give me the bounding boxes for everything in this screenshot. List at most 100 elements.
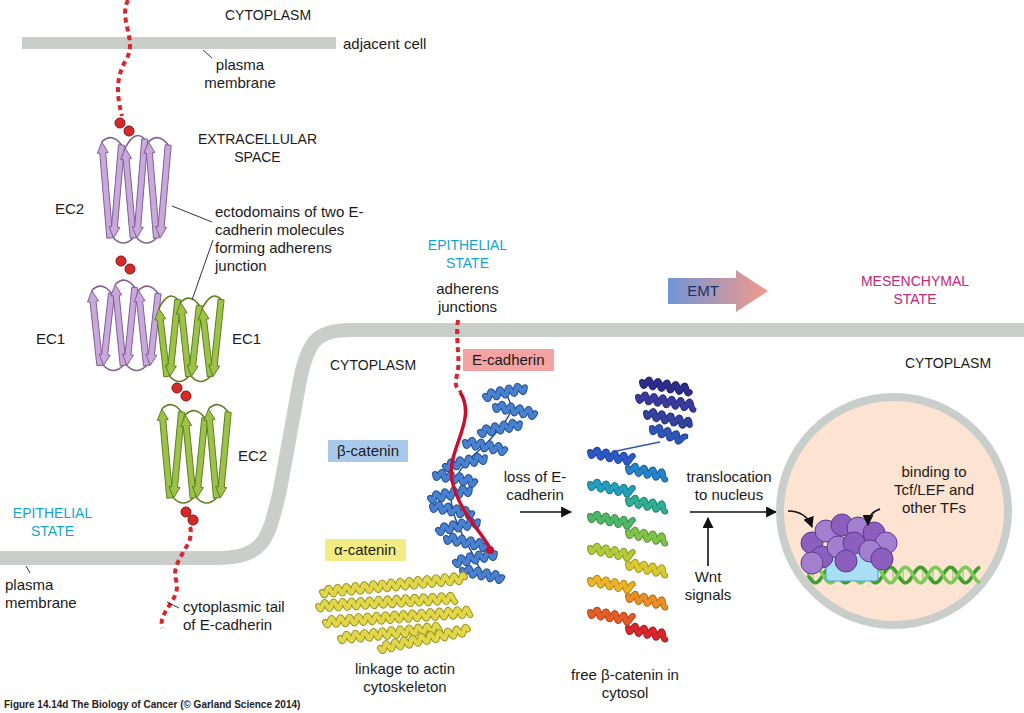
helix [590,482,633,495]
helix [430,488,470,501]
annotation-label: linkage to actin cytoskeleton [340,660,470,696]
helix-outline [590,514,633,527]
leader-line [167,602,179,608]
helix-outline [628,498,665,512]
helix-outline [430,488,470,501]
helix [465,440,505,453]
helix [590,450,633,463]
loop [102,138,122,145]
beta-strand [209,299,224,376]
helix [590,546,633,559]
connector-arrow [690,511,776,513]
annotation-label: adherens junctions [425,280,510,316]
node-text: free β-catenin in cytosol [569,666,681,702]
loop [185,411,205,418]
helix-outline [628,466,665,480]
label-box: E-cadherin [463,349,554,371]
helix-outline [590,482,633,495]
helix [325,609,470,626]
loop [92,286,112,293]
protein-structure: free β-catenin in cytosol [560,372,690,702]
annotation-label: MESENCHYMAL STATE [850,272,980,308]
annotation-label: plasma membrane [196,56,284,92]
helix-outline [638,395,693,410]
label-box: α-catenin [325,539,406,561]
helix [628,498,665,512]
arrow [520,511,571,513]
helix [485,386,525,399]
helix [590,610,633,623]
calcium-ion [181,391,191,401]
nucleus-drawing [776,393,1012,629]
e-cadherin-tail [456,320,460,392]
helix-outline [652,427,685,442]
helix [318,595,455,610]
calcium-ions [115,118,198,525]
loop [209,405,229,412]
e-cadherin-tail [451,392,490,548]
beta-strand [121,148,137,238]
cadherin-domains [88,136,232,503]
helix-outline [380,627,468,651]
calcium-ion [172,383,182,393]
helix [628,594,665,608]
beta-strand [156,145,172,238]
beta-strand [216,412,232,498]
helix-outline [480,422,520,435]
beta-strand [157,409,173,498]
annotation-label: loss of E-cadherin [490,468,580,504]
beta-strand [193,418,208,498]
nucleus-circle: binding to Tcf/LEF and other TFs [776,393,1012,629]
connector-label: translocation to nucleus [681,468,777,504]
helix-outline [628,626,665,640]
helix [322,575,465,596]
annotation-label: plasma membrane [5,576,93,612]
annotation-label: EC2 [238,447,278,465]
beta-strand [99,293,114,365]
arrow [707,518,709,566]
helix-outline [495,404,535,417]
beta-strand [144,142,160,238]
helix-outline [462,568,502,581]
helix [628,530,665,544]
leader-line [172,206,212,222]
node-text: E-cadherin [472,351,545,369]
helix-outline [485,386,525,399]
node-text: α-catenin [334,541,397,559]
helix-outline [628,562,665,576]
helix [462,568,502,581]
beta-catenin-complex [801,552,823,574]
annotation-label: ectodomains of two E-cadherin molecules … [215,203,375,275]
e-cadherin-tail [118,0,130,116]
helix-outline [590,546,633,559]
helix [652,427,685,442]
helix [642,380,690,394]
leader-line [203,50,212,58]
annotation-label: EC2 [55,200,95,218]
arrow-body [668,270,768,312]
helix-outline [590,450,633,463]
alpha-catenin-structure [318,575,470,652]
annotation-label: EPITHELIAL STATE [5,504,100,540]
annotation-label: CYTOPLASM [330,356,430,374]
beta-catenin-complex [835,550,857,572]
helix-outline [322,575,465,596]
helix [495,404,535,417]
helix-outline [590,610,633,623]
helix-outline [646,411,690,426]
loop [115,280,135,287]
loop [162,405,182,412]
helix-outline [325,609,470,626]
figure-caption: Figure 14.14d The Biology of Cancer (© G… [4,699,300,711]
helix-outline [642,380,690,394]
loop [139,286,159,293]
beta-strand [97,142,113,238]
arrow [788,511,812,527]
helix [590,514,633,527]
e-cadherin-tail-end [486,546,494,554]
loop [181,298,200,305]
helix [638,395,693,410]
beta-catenin-complex [871,548,893,570]
calcium-ion [115,118,125,128]
process-arrow: EMT [668,270,768,312]
